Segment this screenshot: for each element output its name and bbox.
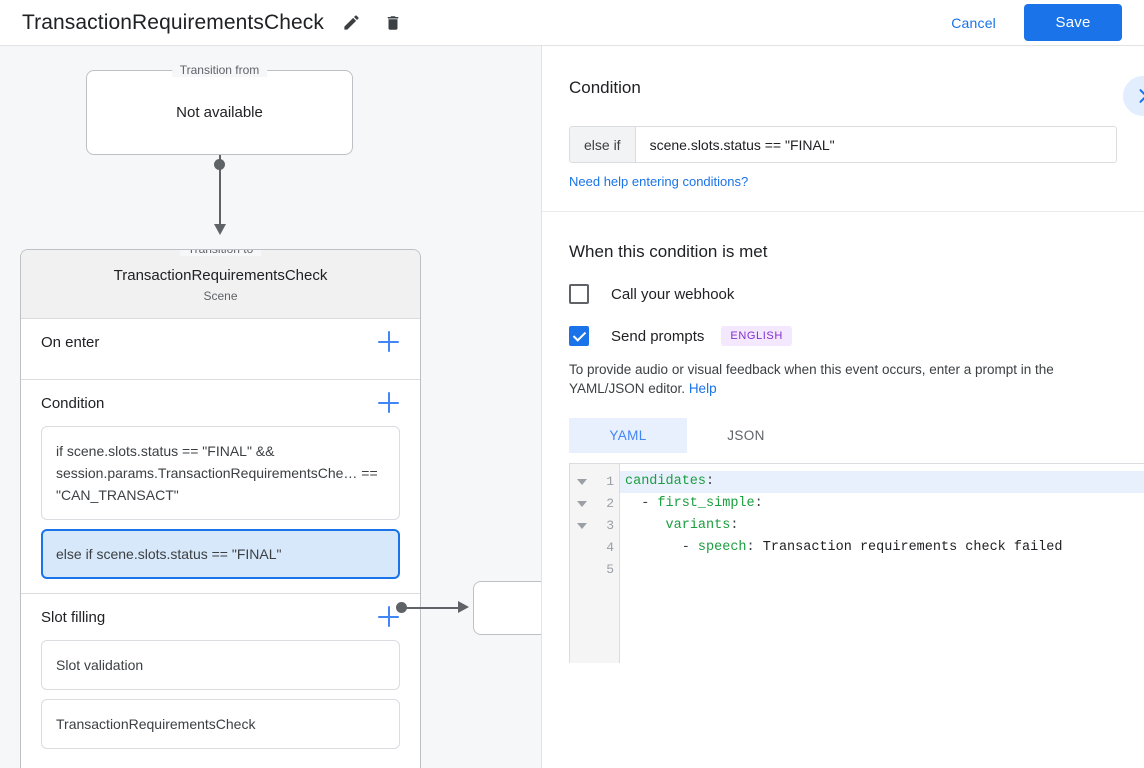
code-line[interactable]: [620, 559, 1144, 581]
code-key: speech: [697, 540, 747, 555]
graph-pane: Transition from Not available Transition…: [0, 46, 541, 768]
when-condition-met-block: When this condition is met Call your web…: [542, 212, 1144, 663]
trash-icon[interactable]: [378, 8, 408, 38]
need-help-conditions-link[interactable]: Need help entering conditions?: [569, 174, 749, 189]
app-header: TransactionRequirementsCheck Cancel Save: [0, 0, 1144, 46]
section-title-condition: Condition: [41, 394, 105, 412]
fold-toggle[interactable]: [570, 493, 593, 515]
transition-from-title: Not available: [176, 104, 263, 121]
section-header-on-enter: On enter: [21, 319, 420, 365]
fold-gutter: [570, 464, 593, 663]
plus-icon-condition[interactable]: [378, 392, 400, 414]
condition-input[interactable]: [635, 127, 1116, 162]
code-key: variants: [665, 518, 731, 533]
prompts-help-text: To provide audio or visual feedback when…: [569, 360, 1117, 398]
pencil-icon[interactable]: [336, 8, 366, 38]
checkbox-send-prompts[interactable]: [569, 326, 589, 346]
code-indent: -: [625, 540, 698, 555]
fold-toggle-empty: [570, 559, 593, 581]
code-indent: [625, 518, 666, 533]
transition-from-node[interactable]: Transition from Not available: [86, 63, 353, 155]
line-number-gutter: 1 2 3 4 5: [593, 464, 620, 663]
webhook-checkbox-row[interactable]: Call your webhook: [569, 284, 1117, 304]
fold-toggle[interactable]: [570, 515, 593, 537]
code-punct: :: [754, 496, 763, 511]
checkbox-webhook[interactable]: [569, 284, 589, 304]
code-value: Transaction requirements check failed: [754, 540, 1063, 555]
section-slot-filling: Slot filling Slot validation Transaction…: [21, 594, 420, 763]
code-punct: :: [730, 518, 739, 533]
scene-name: TransactionRequirementsCheck: [113, 267, 328, 284]
section-header-slot-filling: Slot filling: [21, 594, 420, 640]
when-condition-met-heading: When this condition is met: [569, 242, 768, 261]
code-punct: :: [706, 474, 715, 489]
prompts-help-link[interactable]: Help: [688, 381, 717, 396]
slot-filling-item[interactable]: Slot validation: [41, 640, 400, 690]
condition-block: Condition else if Need help entering con…: [542, 46, 1144, 212]
line-number: 3: [606, 518, 614, 533]
code-line[interactable]: variants:: [620, 515, 1144, 537]
fold-toggle[interactable]: [570, 471, 593, 493]
section-header-condition: Condition: [21, 380, 420, 426]
save-button[interactable]: Save: [1024, 4, 1122, 41]
transition-to-legend: Transition to: [179, 250, 262, 256]
fold-toggle-empty: [570, 537, 593, 559]
chevron-right-icon[interactable]: [1123, 76, 1144, 116]
line-number: 4: [606, 540, 614, 555]
transition-from-legend: Transition from: [171, 63, 268, 77]
code-line[interactable]: - speech: Transaction requirements check…: [620, 537, 1144, 559]
plus-icon-slot-filling[interactable]: [378, 606, 400, 628]
next-node-card[interactable]: [473, 581, 541, 635]
code-editor[interactable]: 1 2 3 4 5 candidates: - first_simple: va…: [569, 463, 1144, 663]
code-area[interactable]: candidates: - first_simple: variants: - …: [620, 464, 1144, 663]
code-key: first_simple: [657, 496, 755, 511]
tab-json[interactable]: JSON: [687, 418, 805, 453]
section-title-slot-filling: Slot filling: [41, 608, 106, 626]
line-number: 2: [606, 496, 614, 511]
code-indent: -: [625, 496, 658, 511]
webhook-label: Call your webhook: [611, 285, 735, 303]
line-number: 5: [606, 562, 614, 577]
line-number: 1: [606, 474, 614, 489]
detail-pane: Condition else if Need help entering con…: [541, 46, 1144, 768]
plus-icon-on-enter[interactable]: [378, 331, 400, 353]
edge-arrowhead: [214, 224, 226, 235]
condition-input-row: else if: [569, 126, 1117, 163]
code-key: candidates: [625, 474, 707, 489]
send-prompts-checkbox-row[interactable]: Send prompts ENGLISH: [569, 326, 1117, 346]
transition-to-node: Transition to TransactionRequirementsChe…: [20, 249, 421, 768]
code-punct: :: [746, 540, 755, 555]
condition-item-selected[interactable]: else if scene.slots.status == "FINAL": [41, 529, 400, 579]
condition-heading: Condition: [569, 78, 641, 97]
section-on-enter: On enter: [21, 319, 420, 380]
language-badge: ENGLISH: [721, 326, 792, 346]
page-title: TransactionRequirementsCheck: [22, 10, 324, 34]
editor-format-tabs: YAML JSON: [569, 418, 1117, 453]
slot-filling-item[interactable]: TransactionRequirementsCheck: [41, 699, 400, 749]
condition-item[interactable]: if scene.slots.status == "FINAL" && sess…: [41, 426, 400, 520]
section-condition: Condition if scene.slots.status == "FINA…: [21, 380, 420, 594]
edge-out-line: [405, 607, 460, 609]
section-title-on-enter: On enter: [41, 333, 100, 351]
edge-out-arrowhead: [458, 601, 469, 613]
edge-line-vertical: [219, 155, 221, 231]
condition-prefix-label: else if: [570, 127, 636, 162]
code-line[interactable]: candidates:: [620, 471, 1144, 493]
send-prompts-label: Send prompts: [611, 327, 705, 345]
scene-header[interactable]: TransactionRequirementsCheck Scene: [21, 250, 420, 319]
scene-type: Scene: [203, 289, 238, 303]
tab-yaml[interactable]: YAML: [569, 418, 687, 453]
code-line[interactable]: - first_simple:: [620, 493, 1144, 515]
prompts-help-sentence: To provide audio or visual feedback when…: [569, 362, 1054, 396]
cancel-button[interactable]: Cancel: [941, 7, 1006, 39]
edge-out-dot: [396, 602, 407, 613]
